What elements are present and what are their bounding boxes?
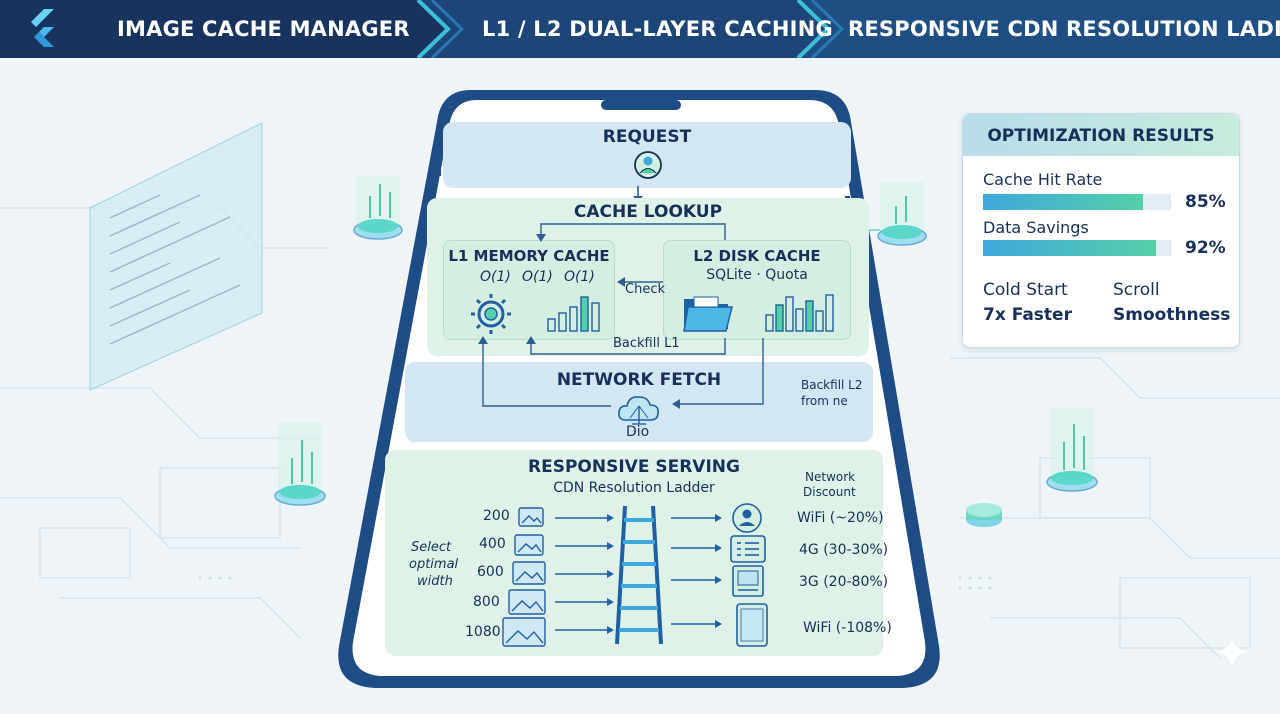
backfill-l2-label: Backfill L2 [801,378,863,392]
cache-hit-rate-value: 85% [1185,192,1226,212]
l1-bar-chart-icon [547,296,600,332]
l1-complexity-2: O(1) [522,269,553,285]
responsive-serving-title: RESPONSIVE SERVING [528,457,740,477]
ladder-diagram [502,503,768,647]
phone-device-icon [736,603,768,647]
tablet-device-icon [732,565,764,597]
cache-lookup-section: CACHE LOOKUP L1 MEMORY CACHE O(1) O(1) O… [427,198,869,356]
optimization-results-panel: OPTIMIZATION RESULTS Cache Hit Rate 85% … [962,113,1240,348]
network-discount-label-2: Discount [803,485,856,499]
l2-bar-chart-icon [765,294,834,332]
folder-icon [683,296,733,332]
width-label-1080: 1080 [465,624,501,640]
network-discount-label-1: Network [805,470,856,484]
banner-segment-1 [0,0,450,58]
network-label-wifi-1: WiFi (~20%) [797,510,884,526]
width-label-600: 600 [477,564,504,580]
l1-title: L1 MEMORY CACHE [448,247,610,265]
banner-step-dual-layer-caching: L1 / L2 DUAL-LAYER CACHING [482,17,833,41]
banner-step-image-cache-manager: IMAGE CACHE MANAGER [117,17,410,41]
image-icon-600 [512,561,546,585]
width-label-800: 800 [473,594,500,610]
banner-chevron-2 [430,0,465,60]
banner-segment-2 [420,0,830,58]
cloud-icon [618,396,659,425]
l1-memory-cache-card: L1 MEMORY CACHE O(1) O(1) O(1) [443,240,615,340]
banner-background [0,0,1280,60]
select-label-2: optimal [409,557,459,572]
sparkle-icon [1216,636,1248,668]
results-title: OPTIMIZATION RESULTS [963,114,1239,156]
cache-hit-rate-bar [983,194,1171,210]
background-decoration [0,122,1280,668]
l2-title: L2 DISK CACHE [693,247,821,265]
network-label-wifi-2: WiFi (-108%) [803,620,892,636]
scroll-label: Scroll [1113,280,1160,300]
data-savings-label: Data Savings [983,218,1089,237]
data-savings-bar [983,240,1171,256]
ladder-input-arrows [555,517,607,631]
banner-segment-3 [800,0,1280,58]
request-title: REQUEST [602,127,692,147]
gear-icon [471,294,511,334]
cache-hit-rate-label: Cache Hit Rate [983,170,1103,189]
flutter-logo-icon [31,9,54,47]
banner-step-cdn-ladder: RESPONSIVE CDN RESOLUTION LADDER [848,17,1280,41]
banner-chevron-1 [416,0,451,60]
avatar-device-icon [732,503,762,533]
data-savings-value: 92% [1185,238,1226,258]
backfill-l2-label-2: from ne [801,394,848,408]
scroll-value: Smoothness [1113,305,1231,325]
network-label-4g: 4G (30-30%) [799,542,889,558]
responsive-serving-section: RESPONSIVE SERVING CDN Resolution Ladder… [385,450,892,656]
image-icon-200 [518,507,544,527]
l2-subtitle: SQLite · Quota [706,267,808,283]
top-banner: IMAGE CACHE MANAGER L1 / L2 DUAL-LAYER C… [0,0,1280,60]
image-icon-800 [508,589,546,615]
check-label: Check [625,282,665,297]
glow-pad-upper-right [877,182,927,246]
network-label-3g: 3G (20-80%) [799,574,889,590]
image-icon-400 [514,534,544,556]
cdn-ladder-subtitle: CDN Resolution Ladder [553,480,715,496]
select-label-3: width [417,574,453,589]
request-section: REQUEST [443,122,851,188]
glow-pad-small-right [966,503,1002,527]
banner-chevron-4 [810,0,845,60]
cache-lookup-title: CACHE LOOKUP [573,202,723,222]
glow-pad-lower-right [1046,408,1098,492]
l2-disk-cache-card: L2 DISK CACHE SQLite · Quota [663,240,851,340]
code-panel-decoration [89,122,263,391]
ladder-icon [615,505,663,645]
dot-pattern-decoration [198,576,992,590]
backfill-l1-label: Backfill L1 [613,336,680,351]
banner-chevron-3 [796,0,831,60]
l1-complexity-1: O(1) [480,269,511,285]
width-label-400: 400 [479,536,506,552]
dio-label: Dio [626,424,650,440]
cold-start-label: Cold Start [983,280,1068,300]
l1-complexity-3: O(1) [564,269,595,285]
image-icon-1080 [502,617,546,647]
list-device-icon [730,535,766,563]
ladder-output-arrows [671,517,715,625]
data-savings-bar-fill [983,240,1156,256]
cold-start-value: 7x Faster [983,305,1072,325]
glow-pad-upper-left [353,176,403,240]
select-label-1: Select [411,540,452,555]
width-label-200: 200 [483,508,510,524]
glow-pad-lower-left [274,422,326,506]
user-icon [634,151,662,179]
phone-mockup: REQUEST CACHE LOOKUP L1 MEMORY CACHE O(1… [333,86,945,692]
cache-hit-rate-bar-fill [983,194,1143,210]
